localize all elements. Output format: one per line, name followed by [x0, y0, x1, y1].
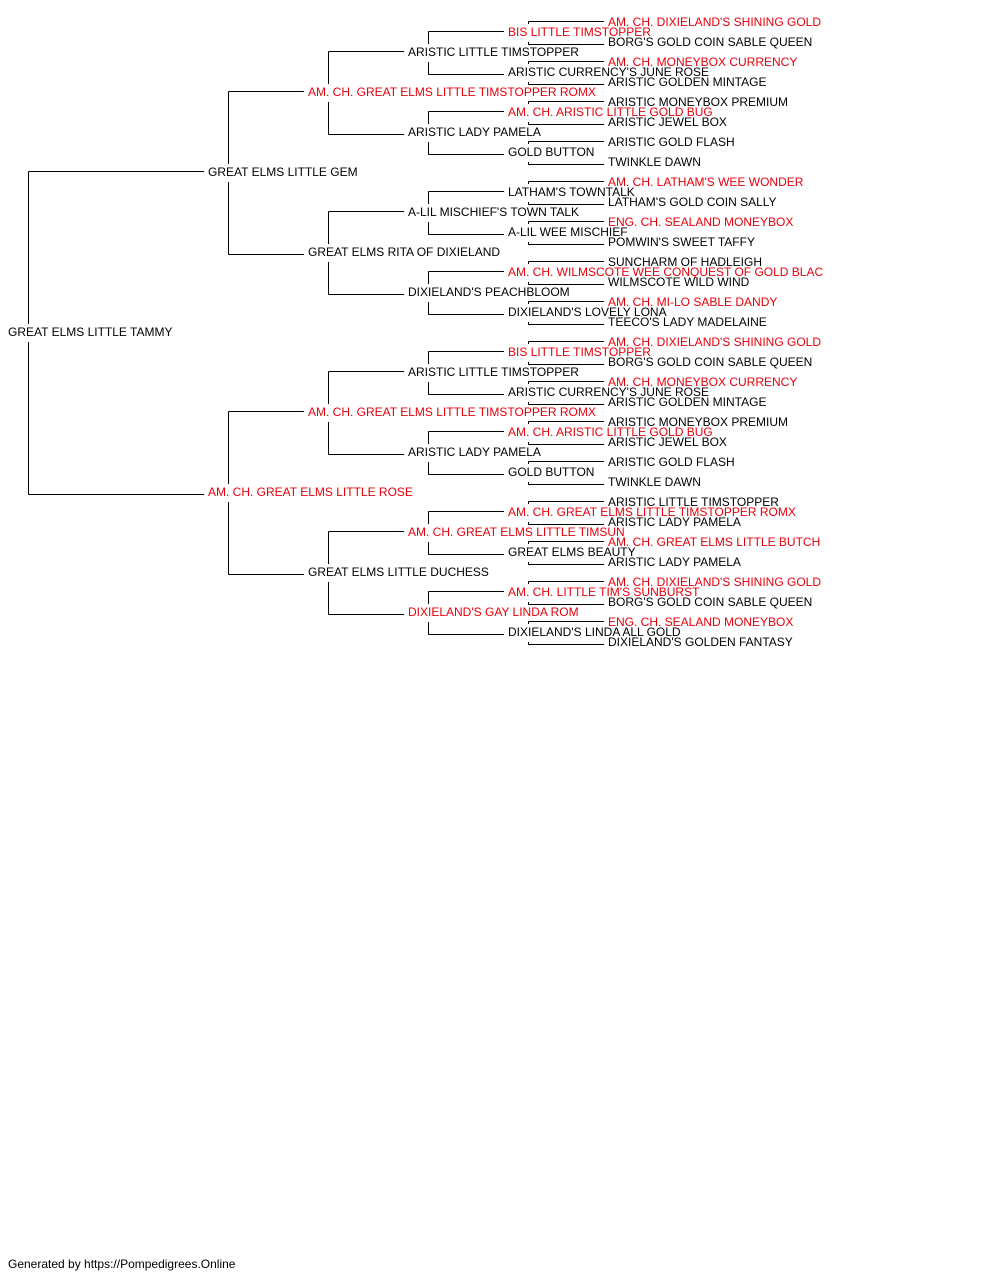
ancestor-name: ARISTIC JEWEL BOX: [608, 115, 727, 129]
ancestor-name: GREAT ELMS LITTLE GEM: [208, 165, 358, 179]
ancestor-name: BORG'S GOLD COIN SABLE QUEEN: [608, 355, 813, 369]
ancestor-name: ENG. CH. SEALAND MONEYBOX: [608, 215, 794, 229]
ancestor-name: AM. CH. GREAT ELMS LITTLE TIMSTOPPER ROM…: [308, 85, 596, 99]
ancestor-name: DIXIELAND'S PEACHBLOOM: [408, 285, 570, 299]
ancestor-name: ARISTIC LITTLE TIMSTOPPER: [408, 365, 579, 379]
ancestor-name: ARISTIC LITTLE TIMSTOPPER: [608, 495, 779, 509]
ancestor-name: AM. CH. ARISTIC LITTLE GOLD BUG: [508, 105, 713, 119]
ancestor-name: ENG. CH. SEALAND MONEYBOX: [608, 615, 794, 629]
ancestor-name: BORG'S GOLD COIN SABLE QUEEN: [608, 595, 813, 609]
ancestor-name: AM. CH. MONEYBOX CURRENCY: [608, 375, 798, 389]
ancestor-name: AM. CH. ARISTIC LITTLE GOLD BUG: [508, 425, 713, 439]
ancestor-name: TWINKLE DAWN: [608, 475, 701, 489]
ancestor-name: GOLD BUTTON: [508, 145, 595, 159]
ancestor-name: GREAT ELMS BEAUTY: [508, 545, 636, 559]
ancestor-name: ARISTIC CURRENCY'S JUNE ROSE: [508, 65, 709, 79]
generated-by-footer: Generated by https://Pompedigrees.Online: [8, 1257, 236, 1271]
ancestor-name: ARISTIC LADY PAMELA: [408, 445, 541, 459]
ancestor-name: AM. CH. WILMSCOTE WEE CONQUEST OF GOLD B…: [508, 265, 824, 279]
ancestor-name: DIXIELAND'S LOVELY LONA: [508, 305, 667, 319]
ancestor-name: TWINKLE DAWN: [608, 155, 701, 169]
ancestor-name: GREAT ELMS RITA OF DIXIELAND: [308, 245, 501, 259]
ancestor-name: ARISTIC JEWEL BOX: [608, 435, 727, 449]
ancestor-name: ARISTIC GOLD FLASH: [608, 135, 735, 149]
ancestor-name: ARISTIC GOLD FLASH: [608, 455, 735, 469]
ancestor-name: BIS LITTLE TIMSTOPPER: [508, 345, 651, 359]
ancestor-name: AM. CH. DIXIELAND'S SHINING GOLD: [608, 15, 821, 29]
ancestor-name: ARISTIC LADY PAMELA: [408, 125, 541, 139]
ancestor-name: ARISTIC MONEYBOX PREMIUM: [608, 415, 789, 429]
ancestor-name: POMWIN'S SWEET TAFFY: [608, 235, 755, 249]
ancestor-name: ARISTIC LADY PAMELA: [608, 515, 741, 529]
ancestor-name: TEECO'S LADY MADELAINE: [608, 315, 767, 329]
ancestor-name: ARISTIC LADY PAMELA: [608, 555, 741, 569]
ancestor-name: A-LIL MISCHIEF'S TOWN TALK: [408, 205, 579, 219]
ancestor-name: BIS LITTLE TIMSTOPPER: [508, 25, 651, 39]
ancestor-name: LATHAM'S GOLD COIN SALLY: [608, 195, 777, 209]
ancestor-name: ARISTIC CURRENCY'S JUNE ROSE: [508, 385, 709, 399]
ancestor-name: ARISTIC GOLDEN MINTAGE: [608, 395, 767, 409]
ancestor-name: AM. CH. GREAT ELMS LITTLE ROSE: [208, 485, 413, 499]
ancestor-name: AM. CH. LATHAM'S WEE WONDER: [608, 175, 804, 189]
ancestor-name: BORG'S GOLD COIN SABLE QUEEN: [608, 35, 813, 49]
ancestor-name: AM. CH. GREAT ELMS LITTLE BUTCH: [608, 535, 821, 549]
ancestor-name: AM. CH. DIXIELAND'S SHINING GOLD: [608, 575, 821, 589]
ancestor-name: AM. CH. LITTLE TIM'S SUNBURST: [508, 585, 700, 599]
ancestor-name: WILMSCOTE WILD WIND: [608, 275, 750, 289]
ancestor-name: SUNCHARM OF HADLEIGH: [608, 255, 763, 269]
ancestor-name: AM. CH. GREAT ELMS LITTLE TIMSTOPPER ROM…: [508, 505, 796, 519]
ancestor-name: DIXIELAND'S GAY LINDA ROM: [408, 605, 579, 619]
ancestor-name: DIXIELAND'S LINDA ALL GOLD: [508, 625, 681, 639]
ancestor-name: ARISTIC MONEYBOX PREMIUM: [608, 95, 789, 109]
ancestor-name: AM. CH. DIXIELAND'S SHINING GOLD: [608, 335, 821, 349]
ancestor-name: GOLD BUTTON: [508, 465, 595, 479]
ancestor-name: ARISTIC GOLDEN MINTAGE: [608, 75, 767, 89]
ancestor-name: A-LIL WEE MISCHIEF: [508, 225, 628, 239]
ancestor-name: AM. CH. GREAT ELMS LITTLE TIMSUN: [408, 525, 625, 539]
ancestor-name: AM. CH. MI-LO SABLE DANDY: [608, 295, 778, 309]
ancestor-name: LATHAM'S TOWNTALK: [508, 185, 635, 199]
ancestor-name: AM. CH. GREAT ELMS LITTLE TIMSTOPPER ROM…: [308, 405, 596, 419]
ancestor-name: ARISTIC LITTLE TIMSTOPPER: [408, 45, 579, 59]
ancestor-name: GREAT ELMS LITTLE DUCHESS: [308, 565, 489, 579]
ancestor-name: DIXIELAND'S GOLDEN FANTASY: [608, 635, 793, 649]
ancestor-name: AM. CH. MONEYBOX CURRENCY: [608, 55, 798, 69]
subject-dog-name: GREAT ELMS LITTLE TAMMY: [8, 325, 173, 339]
